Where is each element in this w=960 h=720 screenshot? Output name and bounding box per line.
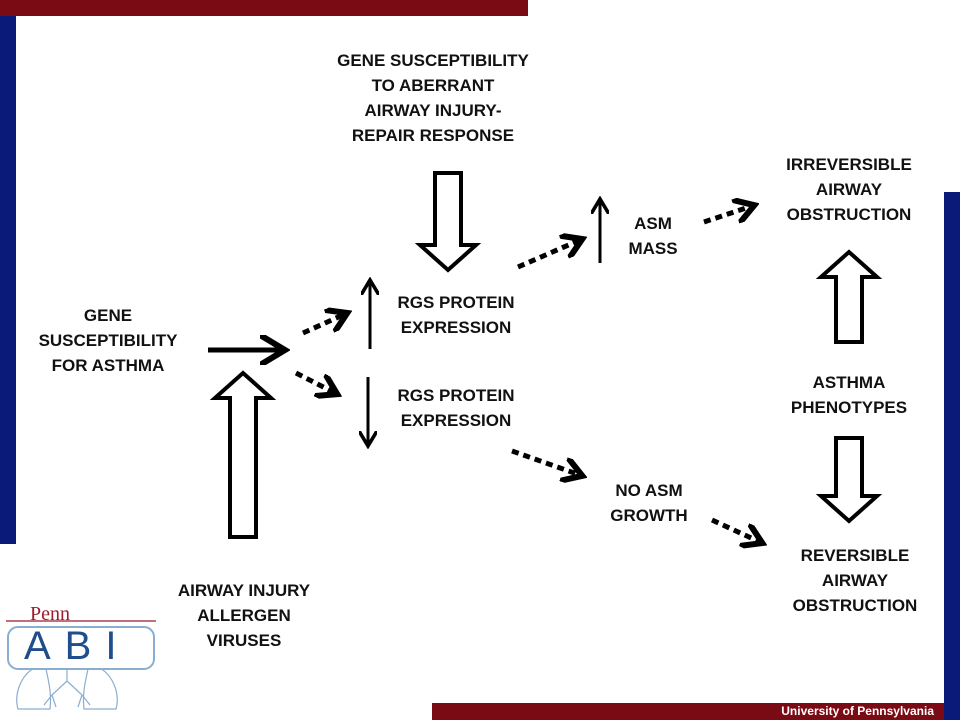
left-side-bar xyxy=(0,16,16,544)
dotted-arrow-to-rgs-down xyxy=(294,370,335,393)
label-asthma-phenotypes: ASTHMA PHENOTYPES xyxy=(790,373,908,417)
label-airway-injury: AIRWAY INJURY ALLERGEN VIRUSES xyxy=(177,581,311,650)
footer-text: University of Pennsylvania xyxy=(781,704,934,718)
label-asm-mass: ASM MASS xyxy=(628,214,678,258)
block-arrow-down-right xyxy=(815,436,883,524)
dotted-arrow-to-no-growth xyxy=(511,448,580,475)
label-gene-susceptibility-aberrant: GENE SUSCEPTIBILITY TO ABERRANT AIRWAY I… xyxy=(337,51,529,145)
label-rgs-down: RGS PROTEIN EXPRESSION xyxy=(397,386,515,430)
dotted-arrow-to-reversible xyxy=(710,517,760,542)
block-arrow-up-right xyxy=(815,249,883,344)
label-reversible-obstruction: REVERSIBLE AIRWAY OBSTRUCTION xyxy=(792,546,918,615)
right-side-bar xyxy=(944,192,960,720)
lungs-icon xyxy=(6,620,156,710)
dotted-arrow-to-asm-mass xyxy=(517,240,580,270)
dotted-arrow-to-irreversible xyxy=(703,206,752,225)
abi-wordmark: ABI xyxy=(24,624,131,668)
label-irreversible-obstruction: IRREVERSIBLE AIRWAY OBSTRUCTION xyxy=(786,155,912,224)
top-bar xyxy=(0,0,528,16)
penn-wordmark: Penn xyxy=(30,603,70,625)
block-arrow-down-top xyxy=(414,171,482,273)
label-rgs-up: RGS PROTEIN EXPRESSION xyxy=(397,293,515,337)
dotted-arrow-to-rgs-up xyxy=(301,314,345,336)
block-arrow-up-left xyxy=(209,370,277,539)
label-no-asm-growth: NO ASM GROWTH xyxy=(610,481,688,525)
label-gene-asthma: GENE SUSCEPTIBILITY FOR ASTHMA xyxy=(38,306,178,375)
penn-abi-logo: Penn ABI xyxy=(6,603,156,715)
footer-bar xyxy=(432,703,944,720)
